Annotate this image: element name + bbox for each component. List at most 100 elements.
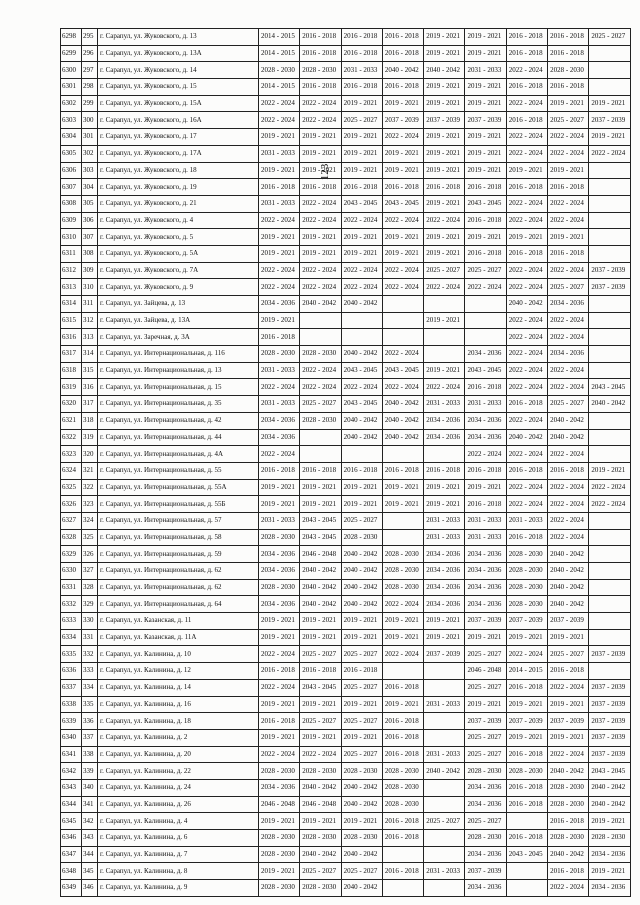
work-period: 2040 - 2042 <box>340 545 383 563</box>
row-number: 6341 <box>60 745 82 764</box>
work-period <box>588 662 631 680</box>
work-period: 2019 - 2021 <box>464 28 507 46</box>
house-address: г. Сарапул, ул. Жуковского, д. 17 <box>97 128 259 146</box>
house-id: 345 <box>81 862 98 881</box>
work-period: 2022 - 2024 <box>547 311 590 330</box>
work-period: 2016 - 2018 <box>381 78 425 96</box>
work-period <box>423 778 466 797</box>
work-period: 2016 - 2018 <box>381 28 425 46</box>
work-period: 2022 - 2024 <box>257 261 301 280</box>
house-address: г. Сарапул, ул. Казанская, д. 11А <box>97 628 259 647</box>
work-period <box>588 628 631 647</box>
work-period: 2022 - 2024 <box>257 378 301 397</box>
work-period: 2019 - 2021 <box>340 244 383 263</box>
work-period: 2022 - 2024 <box>547 879 590 897</box>
work-period: 2019 - 2021 <box>423 612 466 630</box>
work-period: 2019 - 2021 <box>381 161 425 180</box>
work-period: 2031 - 2033 <box>464 395 507 413</box>
work-period: 2022 - 2024 <box>547 745 590 764</box>
work-period: 2019 - 2021 <box>299 628 342 647</box>
work-period: 2040 - 2042 <box>340 578 383 597</box>
work-period <box>423 712 466 730</box>
work-period: 2019 - 2021 <box>423 228 466 246</box>
house-id: 335 <box>81 695 98 714</box>
work-period: 2028 - 2030 <box>547 778 590 797</box>
work-period: 2014 - 2015 <box>505 662 549 680</box>
house-id: 325 <box>81 528 98 547</box>
row-number: 6333 <box>60 612 82 630</box>
house-address: г. Сарапул, ул. Интернациональная, д. 44 <box>97 428 259 447</box>
row-number: 6325 <box>60 478 82 497</box>
row-number: 6323 <box>60 445 82 463</box>
work-period: 2043 - 2045 <box>381 361 425 380</box>
work-period: 2040 - 2042 <box>340 845 383 864</box>
work-period: 2022 - 2024 <box>588 144 631 163</box>
work-period: 2031 - 2033 <box>423 511 466 530</box>
work-period: 2014 - 2015 <box>257 78 301 96</box>
work-period: 2022 - 2024 <box>381 378 425 397</box>
work-period: 2040 - 2042 <box>340 562 383 580</box>
row-number: 6304 <box>60 128 82 146</box>
house-id: 333 <box>81 662 98 680</box>
work-period: 2034 - 2036 <box>464 428 507 447</box>
work-period: 2043 - 2045 <box>340 194 383 213</box>
work-period: 2019 - 2021 <box>464 161 507 180</box>
work-period: 2022 - 2024 <box>340 261 383 280</box>
work-period <box>588 411 631 430</box>
work-period: 2016 - 2018 <box>381 812 425 830</box>
row-number: 6311 <box>60 244 82 263</box>
work-period: 2022 - 2024 <box>340 278 383 296</box>
work-period: 2043 - 2045 <box>505 845 549 864</box>
work-period: 2019 - 2021 <box>547 728 590 747</box>
work-period: 2037 - 2039 <box>588 278 631 296</box>
work-period: 2016 - 2018 <box>340 662 383 680</box>
work-period: 2019 - 2021 <box>257 628 301 647</box>
work-period: 2028 - 2030 <box>381 762 425 780</box>
work-period <box>588 228 631 246</box>
work-period: 2031 - 2033 <box>423 862 466 881</box>
work-period: 2043 - 2045 <box>588 378 631 397</box>
work-period <box>299 328 342 347</box>
work-period: 2028 - 2030 <box>299 61 342 80</box>
row-number: 6335 <box>60 645 82 664</box>
work-period: 2028 - 2030 <box>257 578 301 597</box>
work-period: 2037 - 2039 <box>464 612 507 630</box>
work-period <box>588 578 631 597</box>
work-period: 2016 - 2018 <box>299 178 342 196</box>
work-period: 2040 - 2042 <box>547 845 590 864</box>
house-id: 324 <box>81 511 98 530</box>
row-number: 6319 <box>60 378 82 397</box>
house-id: 298 <box>81 78 98 96</box>
work-period: 2019 - 2021 <box>299 612 342 630</box>
work-period: 2025 - 2027 <box>340 712 383 730</box>
row-number: 6347 <box>60 845 82 864</box>
work-period: 2034 - 2036 <box>464 578 507 597</box>
work-period: 2022 - 2024 <box>547 194 590 213</box>
house-address: г. Сарапул, ул. Жуковского, д. 17А <box>97 144 259 163</box>
work-period: 2019 - 2021 <box>588 461 631 480</box>
work-period: 2016 - 2018 <box>547 812 590 830</box>
work-period: 2019 - 2021 <box>299 695 342 714</box>
work-period: 2043 - 2045 <box>299 511 342 530</box>
work-period: 2016 - 2018 <box>547 244 590 263</box>
work-period: 2019 - 2021 <box>464 695 507 714</box>
house-address: г. Сарапул, ул. Калинина, д. 24 <box>97 778 259 797</box>
work-period: 2019 - 2021 <box>505 728 549 747</box>
work-period: 2022 - 2024 <box>547 144 590 163</box>
work-period <box>423 728 466 747</box>
work-period: 2019 - 2021 <box>340 144 383 163</box>
house-id: 342 <box>81 812 98 830</box>
work-period: 2016 - 2018 <box>381 712 425 730</box>
work-period: 2022 - 2024 <box>547 211 590 230</box>
work-period: 2034 - 2036 <box>423 562 466 580</box>
work-period: 2025 - 2027 <box>423 812 466 830</box>
work-period: 2019 - 2021 <box>423 361 466 380</box>
